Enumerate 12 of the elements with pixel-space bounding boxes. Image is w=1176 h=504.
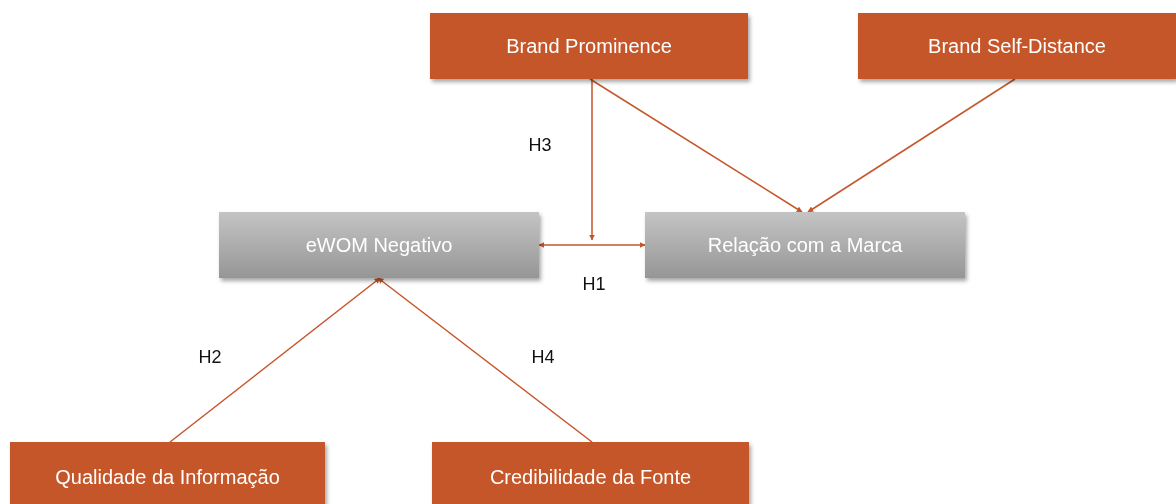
construct-box: Relação com a Marca — [645, 212, 965, 278]
arrow — [169, 277, 381, 443]
arrow — [589, 78, 803, 213]
variable-box: Brand Prominence — [430, 13, 748, 79]
variable-box: Brand Self-Distance — [858, 13, 1176, 79]
variable-box: Qualidade da Informação — [10, 442, 325, 504]
variable-box: Credibilidade da Fonte — [432, 442, 749, 504]
arrow — [377, 277, 593, 443]
construct-box: eWOM Negativo — [219, 212, 539, 278]
arrow — [538, 242, 646, 248]
arrow — [589, 78, 595, 241]
arrow — [807, 78, 1016, 213]
